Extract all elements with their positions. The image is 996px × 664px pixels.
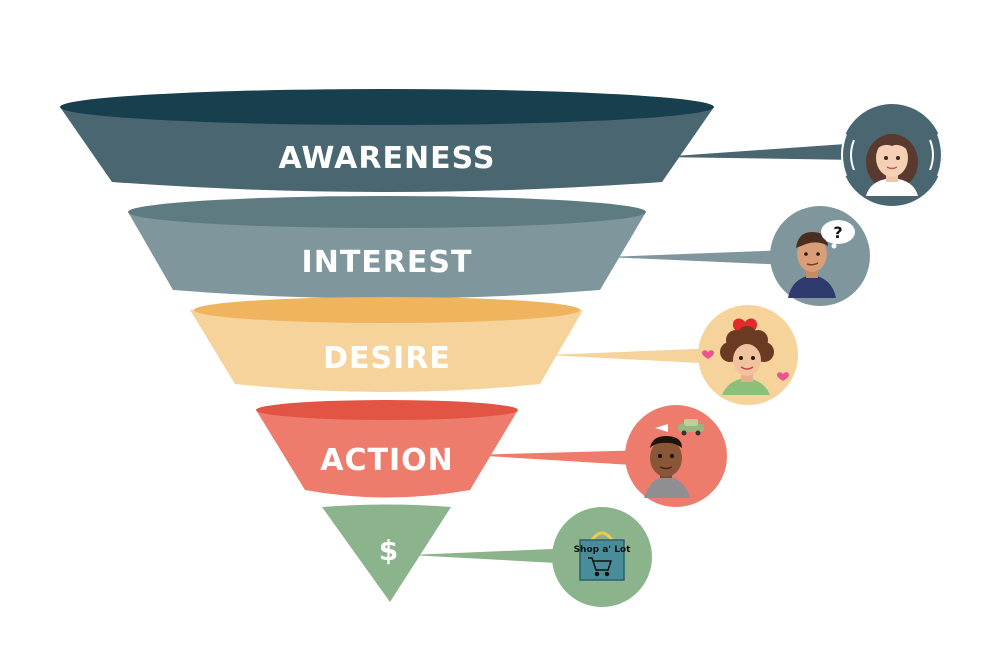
funnel-stage-purchase: $ (322, 504, 451, 602)
funnel-stage-desire: DESIRE (190, 297, 583, 392)
thinking-man-icon: ? (770, 206, 870, 306)
connector-interest (605, 250, 790, 265)
question-mark-icon: ? (833, 223, 842, 242)
funnel-stage-interest: INTEREST (128, 196, 646, 299)
stage-label-desire: DESIRE (323, 341, 451, 376)
woman-with-signal-icon (841, 104, 943, 206)
connector-desire (545, 348, 720, 364)
shopping-bag-icon: Shop a' Lot (552, 507, 652, 607)
stage-label-awareness: AWARENESS (279, 141, 496, 176)
cart-icon (588, 557, 613, 577)
stage-label-dollar: $ (379, 534, 399, 567)
car-icon (678, 419, 704, 436)
man-with-car-icon (625, 405, 727, 507)
funnel: AWARENESS INTEREST DESIRE ACTION $ (60, 89, 714, 602)
funnel-stage-action: ACTION (256, 400, 518, 498)
connector-action (470, 450, 648, 466)
connectors (410, 143, 860, 564)
shop-bag-label: Shop a' Lot (574, 545, 632, 555)
stage-label-action: ACTION (320, 443, 453, 478)
connector-purchase (410, 548, 575, 564)
funnel-stage-awareness: AWARENESS (60, 89, 714, 192)
woman-with-hearts-icon (698, 305, 798, 405)
connector-awareness (660, 143, 860, 160)
stage-label-interest: INTEREST (302, 245, 473, 280)
